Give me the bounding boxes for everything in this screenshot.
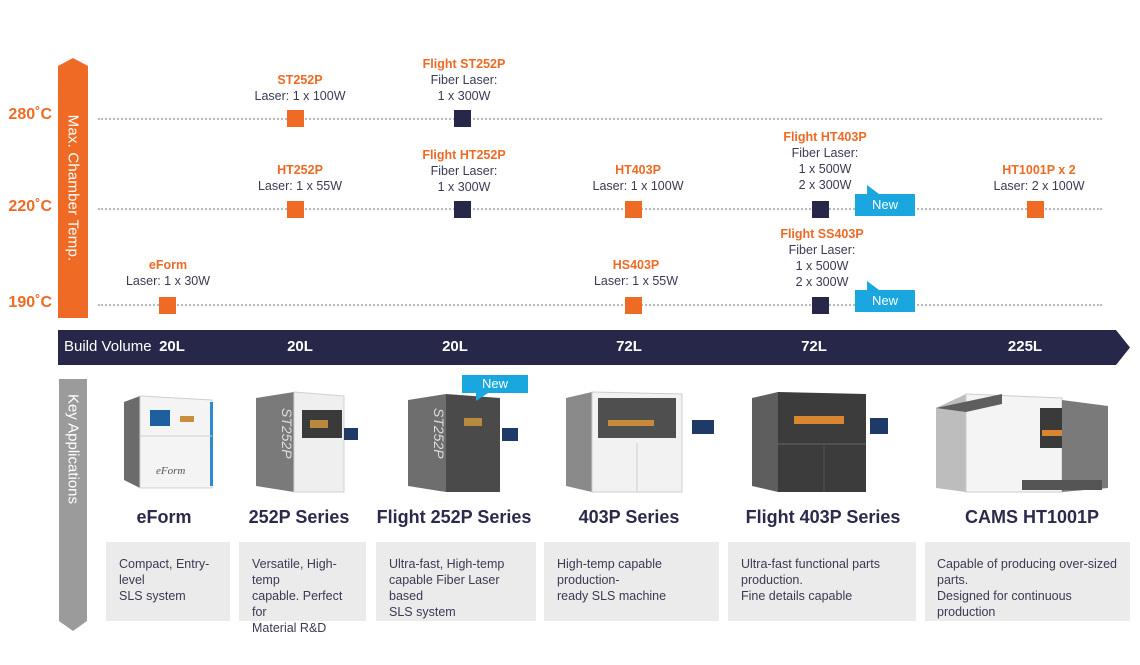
node-flight-ss403p[interactable] (812, 297, 829, 314)
volume-eform: 20L (159, 338, 185, 355)
new-badge-flight-ss403p: New (855, 281, 915, 312)
temp-tick-280: 280˚C (8, 106, 52, 123)
flight-252p-machine-image: ST252P (408, 394, 518, 492)
cams-ht1001p-machine-image (936, 393, 1108, 493)
series-title-403p: 403P Series (578, 507, 680, 527)
node-flight-ht403p[interactable] (812, 201, 829, 218)
volume-flight-252p: 20L (442, 338, 468, 355)
temp-tick-220: 220˚C (8, 198, 52, 215)
temp-gridline-220 (98, 208, 1102, 210)
svg-text:eForm: eForm (156, 465, 185, 477)
svg-text:ST252P: ST252P (431, 408, 447, 459)
temp-axis-arrow (58, 58, 88, 318)
key-applications-arrow (59, 379, 87, 631)
description-eform: Compact, Entry-level SLS system (106, 542, 230, 621)
description-cams-ht1001p: Capable of producing over-sized parts. D… (925, 542, 1130, 621)
volume-403p: 72L (616, 338, 642, 355)
description-403p: High-temp capable production- ready SLS … (544, 542, 719, 621)
volume-252p: 20L (287, 338, 313, 355)
description-flight-252p: Ultra-fast, High-temp capable Fiber Lase… (376, 542, 536, 621)
new-badge-flight-ht403p: New (855, 185, 915, 216)
description-252p: Versatile, High-temp capable. Perfect fo… (239, 542, 366, 635)
key-applications-label: Key Applications (64, 393, 82, 505)
eform-machine-image: eForm (124, 395, 213, 489)
node-hs403p[interactable] (625, 297, 642, 314)
svg-text:ST252P: ST252P (279, 408, 295, 459)
temp-gridline-280 (98, 118, 1102, 120)
new-badge-flight-252p: New (462, 375, 528, 401)
node-ht252p[interactable] (287, 201, 304, 218)
series-title-252p: 252P Series (248, 507, 350, 527)
node-flight-ht252p[interactable] (454, 201, 471, 218)
volume-ht1001p: 225L (1007, 338, 1043, 355)
node-st252p[interactable] (287, 110, 304, 127)
node-eform[interactable] (159, 297, 176, 314)
node-ht403p[interactable] (625, 201, 642, 218)
temp-gridline-190 (98, 304, 1102, 306)
node-flight-st252p[interactable] (454, 110, 471, 127)
series-title-cams-ht1001p: CAMS HT1001P (964, 507, 1100, 527)
403p-machine-image (566, 391, 714, 493)
build-volume-label: Build Volume (64, 338, 152, 355)
temp-tick-190: 190˚C (8, 294, 52, 311)
build-volume-arrow (58, 330, 1130, 365)
series-title-eform: eForm (136, 507, 192, 527)
node-ht1001p[interactable] (1027, 201, 1044, 218)
volume-flight-403p: 72L (801, 338, 827, 355)
series-title-flight-252p: Flight 252P Series (376, 507, 532, 527)
flight-403p-machine-image (752, 392, 888, 492)
temp-axis-label: Max. Chamber Temp. (64, 114, 82, 262)
252p-machine-image: ST252P (256, 391, 358, 493)
description-flight-403p: Ultra-fast functional parts production. … (728, 542, 916, 621)
series-title-flight-403p: Flight 403P Series (745, 507, 901, 527)
